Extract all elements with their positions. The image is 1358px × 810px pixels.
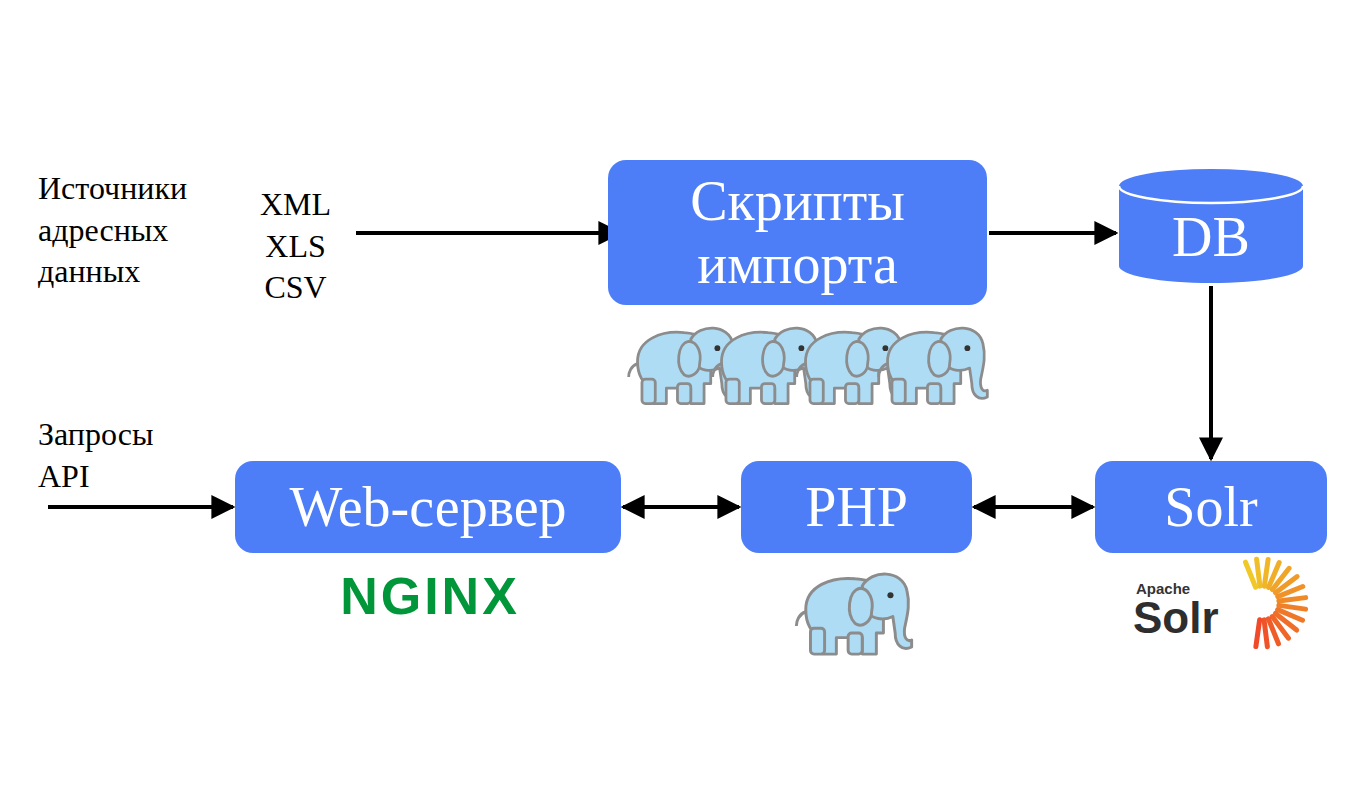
process-box: PHP — [741, 461, 972, 553]
process-box: Web-сервер — [235, 461, 621, 553]
format-list: XML XLS CSV — [238, 184, 353, 309]
source-label: Источники адресных данных — [38, 168, 238, 293]
sun-ray — [1279, 605, 1306, 609]
sun-ray — [1279, 598, 1306, 601]
solr-logo-text: Solr — [1133, 594, 1233, 642]
elephant-icon — [879, 328, 988, 403]
node-text: Solr — [1164, 476, 1257, 539]
sun-ray — [1268, 619, 1278, 644]
node-text: PHP — [805, 476, 908, 539]
process-box: Скрипты импорта — [608, 160, 987, 305]
api-label: Запросы API — [38, 414, 208, 497]
connector-arrow — [989, 231, 1116, 235]
sun-ray — [1246, 562, 1256, 587]
connector-arrow — [974, 505, 1093, 509]
sun-ray — [1264, 620, 1267, 647]
nginx-logo: NGINX — [310, 568, 550, 625]
node-text: Скрипты импорта — [608, 170, 987, 295]
database-cylinder: DB — [1118, 168, 1304, 284]
sun-ray — [1257, 559, 1260, 586]
sun-ray — [1264, 559, 1268, 586]
input-arrow — [48, 505, 233, 509]
sun-ray — [1278, 587, 1303, 597]
process-box: Solr — [1095, 461, 1327, 553]
sun-ray — [1256, 620, 1260, 647]
node-text: Web-сервер — [289, 476, 566, 539]
solr-sun-logo — [1246, 559, 1306, 646]
elephant-group — [629, 328, 988, 654]
elephant-icon — [796, 574, 911, 654]
connector-arrow — [623, 505, 739, 509]
node-text: DB — [1172, 206, 1250, 269]
input-arrow — [356, 231, 620, 235]
connector-arrow — [1209, 286, 1213, 459]
